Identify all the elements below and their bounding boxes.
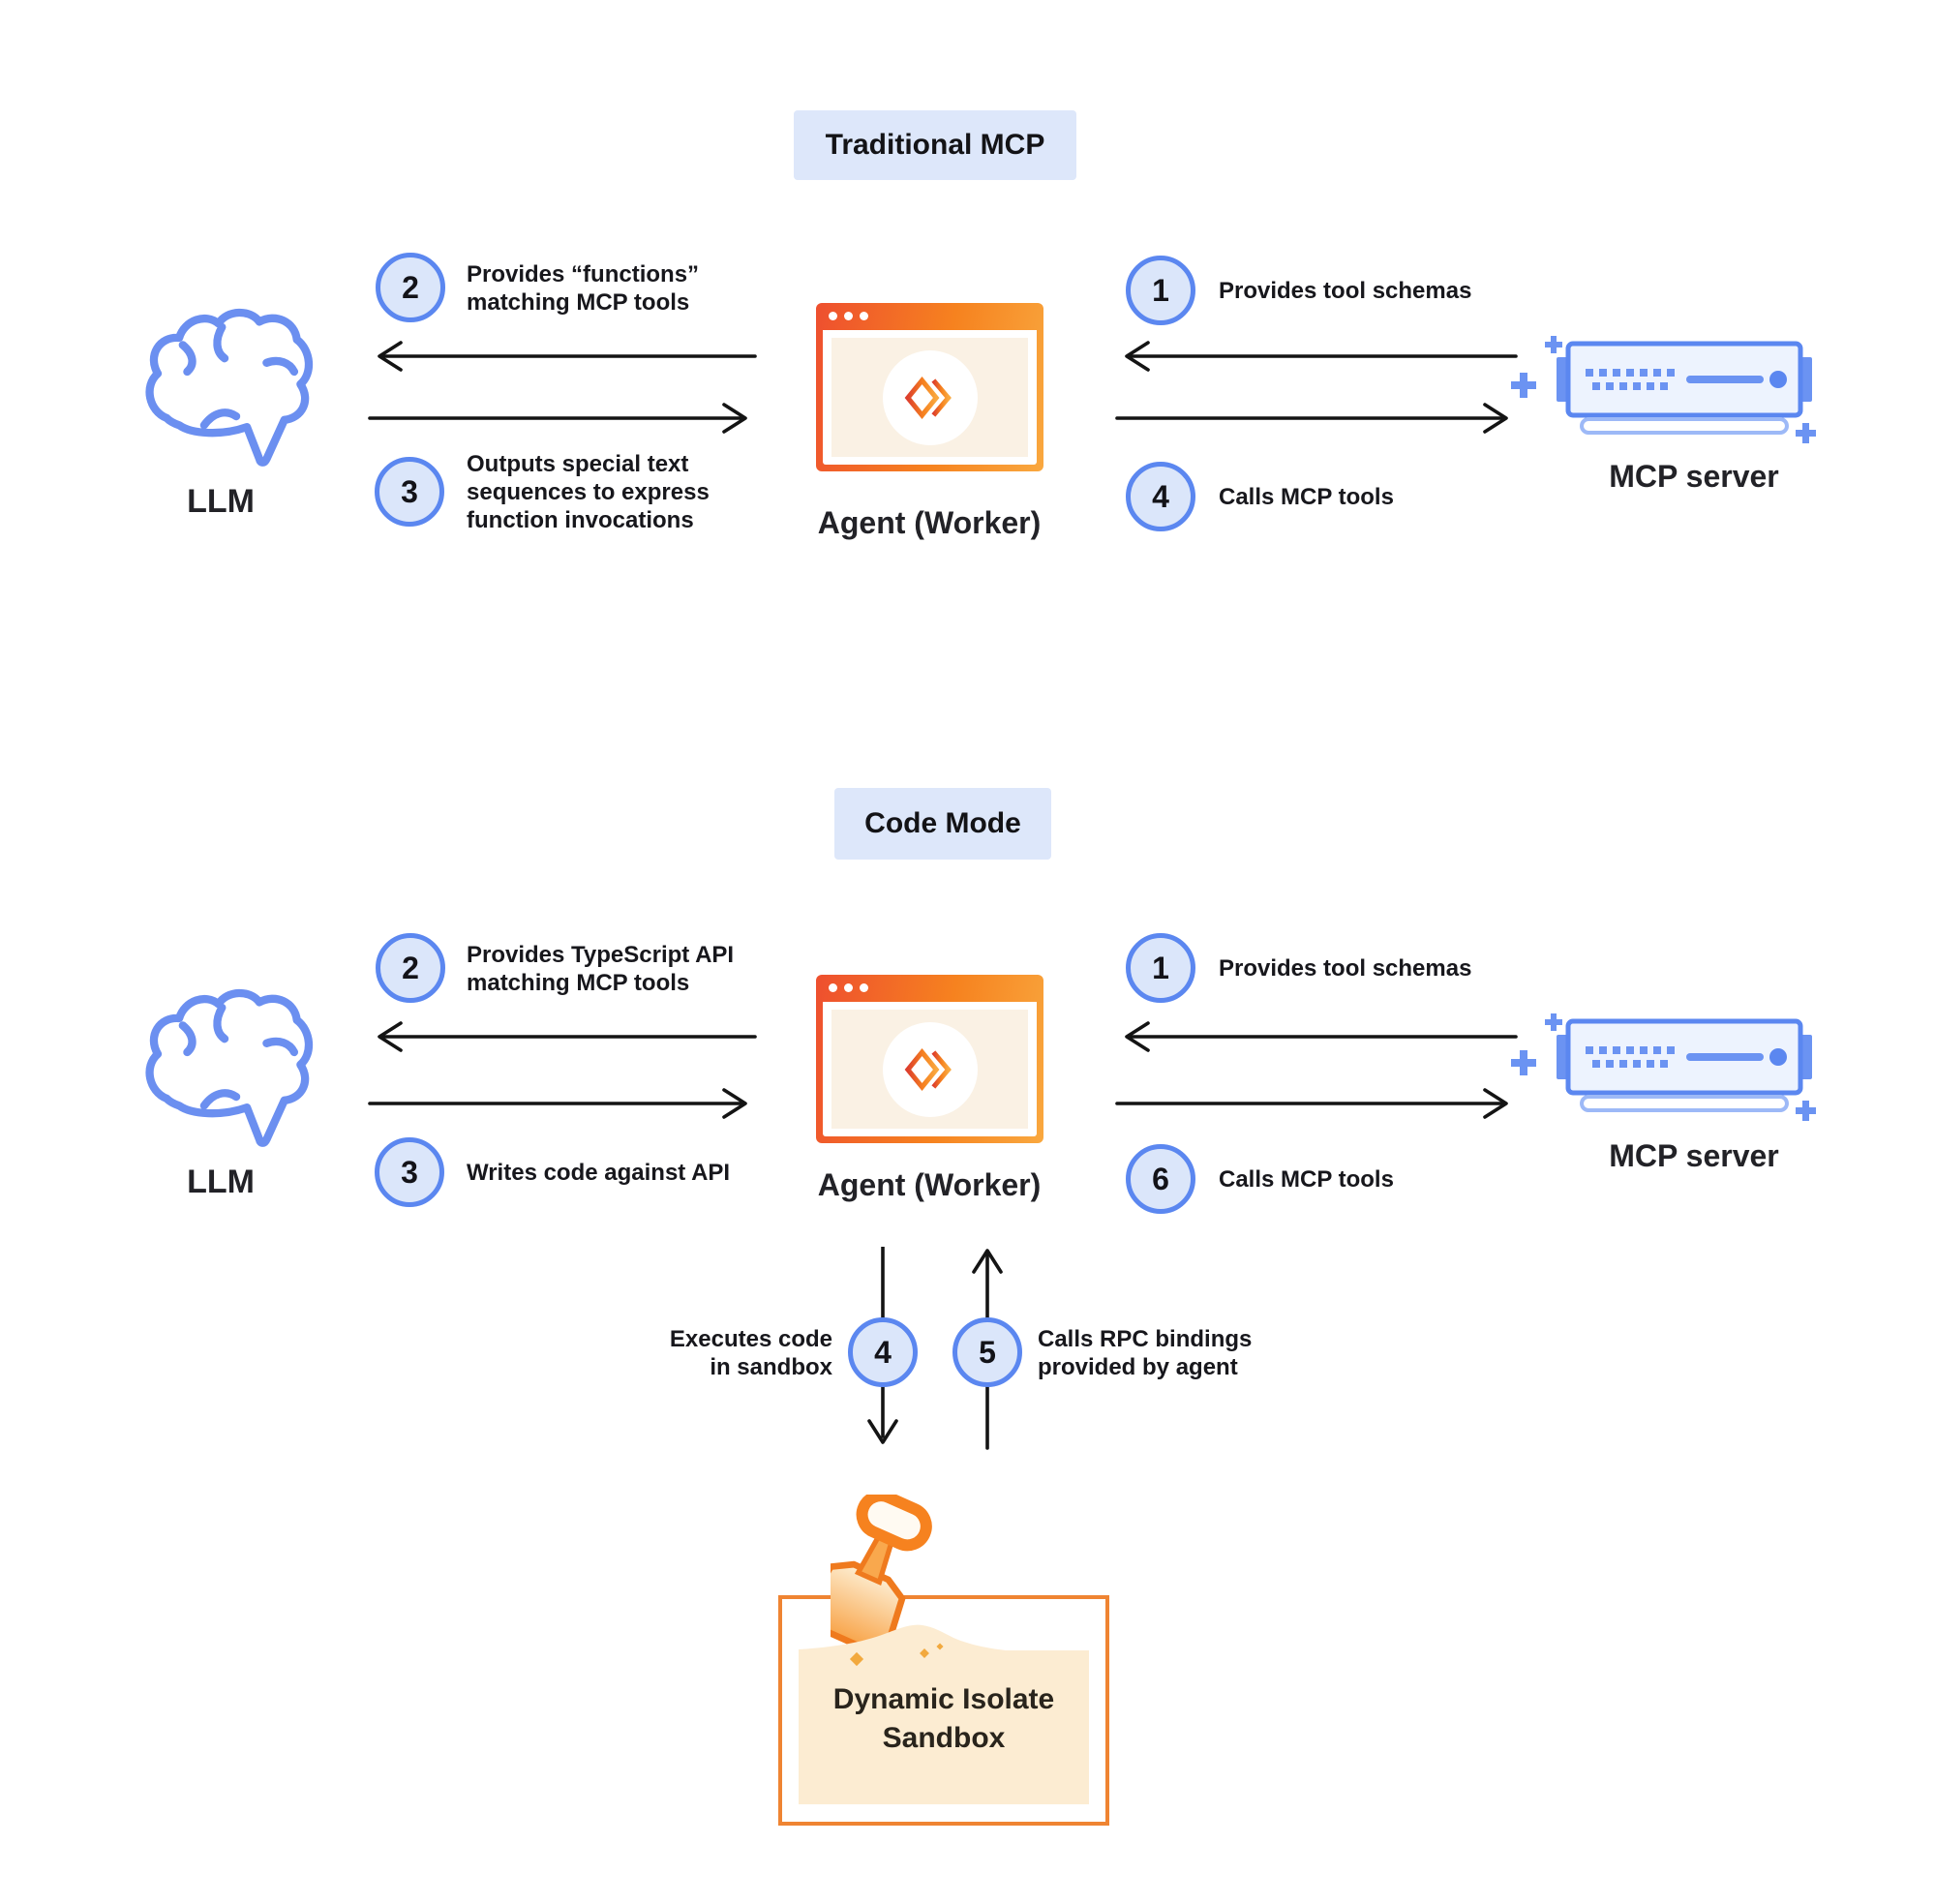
- step-text-outputs-special-text: Outputs special text sequences to expres…: [467, 451, 710, 533]
- step-text-calls-mcp-tools: Calls MCP tools: [1219, 484, 1394, 510]
- step-text-provides-tool-schemas: Provides tool schemas: [1219, 278, 1472, 304]
- sandbox-label: Dynamic Isolate Sandbox: [832, 1683, 1055, 1754]
- llm-brain-icon: [145, 308, 314, 467]
- mcp-server-icon: [1511, 336, 1816, 443]
- arrow-agent-to-llm: [378, 1021, 757, 1052]
- step-badge-2-num: 2: [402, 269, 419, 305]
- step-text-provides-functions: Provides “functions” matching MCP tools: [467, 261, 700, 316]
- step-text-executes-code: Executes code in sandbox: [669, 1326, 832, 1380]
- step-badge-1-code-num: 1: [1152, 950, 1169, 985]
- mcp-server-label: MCP server: [1609, 1138, 1779, 1173]
- step-badge-2-code-num: 2: [402, 950, 419, 985]
- sand-mound: [799, 1624, 1089, 1804]
- step-badge-1: 1: [1126, 256, 1195, 325]
- agent-worker-label: Agent (Worker): [817, 1167, 1042, 1202]
- arrow-llm-to-agent: [368, 1088, 747, 1119]
- step-badge-2: 2: [376, 253, 445, 322]
- shovel-icon: [831, 1495, 932, 1661]
- step-text-calls-rpc-bindings: Calls RPC bindings provided by agent: [1038, 1326, 1253, 1380]
- step-badge-1-num: 1: [1152, 272, 1169, 308]
- step-badge-3-num: 3: [401, 473, 418, 509]
- arrow-agent-to-server: [1115, 1088, 1508, 1119]
- step-text-provides-typescript-api: Provides TypeScript API matching MCP too…: [467, 942, 735, 996]
- step-badge-4-code: 4: [848, 1317, 918, 1387]
- window-dots-icon: [829, 983, 868, 992]
- step-text-provides-tool-schemas: Provides tool schemas: [1219, 955, 1472, 982]
- step-badge-6: 6: [1126, 1144, 1195, 1214]
- step-badge-3-code: 3: [375, 1137, 444, 1207]
- arrow-server-to-agent: [1125, 1021, 1518, 1052]
- mcp-server-icon: [1511, 1013, 1816, 1121]
- arrow-agent-to-server: [1115, 403, 1508, 434]
- code-mode-title: Code Mode: [834, 788, 1051, 860]
- window-dots-icon: [829, 312, 868, 320]
- arrow-server-to-agent: [1125, 341, 1518, 372]
- step-badge-6-num: 6: [1152, 1161, 1169, 1196]
- step-badge-4-num: 4: [1152, 478, 1169, 514]
- step-badge-5: 5: [952, 1317, 1022, 1387]
- traditional-mcp-title: Traditional MCP: [794, 110, 1076, 180]
- step-badge-4: 4: [1126, 462, 1195, 531]
- workers-logo-icon: [904, 1047, 952, 1091]
- code-mode-title-text: Code Mode: [864, 807, 1021, 839]
- agent-worker-label: Agent (Worker): [817, 505, 1042, 540]
- step-text-calls-mcp-tools: Calls MCP tools: [1219, 1166, 1394, 1193]
- workers-logo-icon: [904, 376, 952, 419]
- agent-worker-window: [816, 975, 1043, 1143]
- llm-label: LLM: [187, 483, 255, 520]
- step-badge-2-code: 2: [376, 933, 445, 1003]
- step-badge-4-code-num: 4: [874, 1334, 892, 1370]
- step-badge-1-code: 1: [1126, 933, 1195, 1003]
- llm-brain-icon: [145, 988, 314, 1147]
- mcp-server-label: MCP server: [1609, 459, 1779, 494]
- llm-label: LLM: [187, 1164, 255, 1200]
- step-badge-5-num: 5: [979, 1334, 996, 1370]
- traditional-mcp-title-text: Traditional MCP: [825, 129, 1045, 161]
- step-badge-3-code-num: 3: [401, 1154, 418, 1190]
- arrow-llm-to-agent: [368, 403, 747, 434]
- step-badge-3: 3: [375, 457, 444, 527]
- agent-worker-window: [816, 303, 1043, 471]
- step-text-writes-code: Writes code against API: [467, 1160, 731, 1186]
- arrow-agent-to-llm: [378, 341, 757, 372]
